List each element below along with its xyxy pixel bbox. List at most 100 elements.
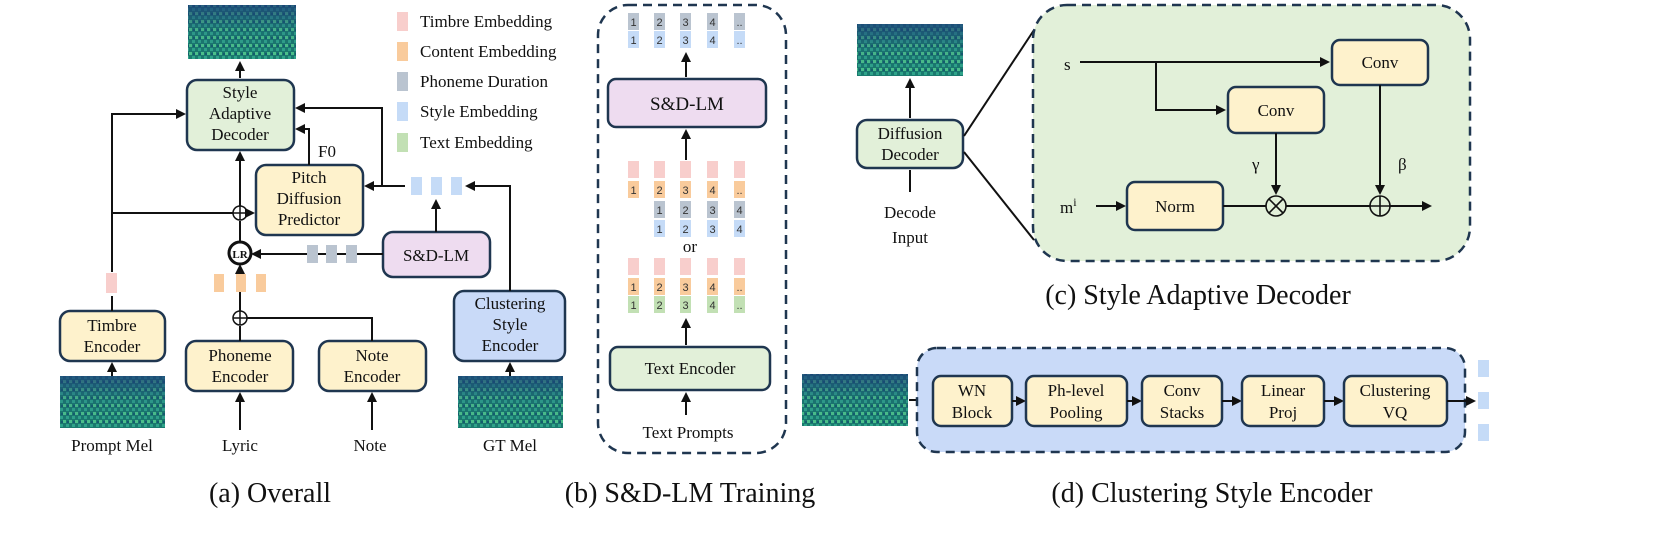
low-text-token-cell xyxy=(654,296,665,313)
low-timbre-token-cell xyxy=(654,258,665,275)
conv-stacks-box: Conv Stacks xyxy=(1140,374,1224,428)
low-text-token-label: 4 xyxy=(709,300,715,312)
pitch-line2: Diffusion xyxy=(277,189,342,208)
style-decoder-line1: Style xyxy=(223,83,258,102)
caption-overall: (a) Overall xyxy=(209,478,331,509)
mid-duration-token-cell xyxy=(680,201,691,218)
mid-style-token-cell xyxy=(707,220,718,237)
m-label: mi xyxy=(1060,195,1077,217)
norm-box: Norm xyxy=(1125,180,1225,232)
sdlm-training-label: S&D-LM xyxy=(650,94,724,115)
mid-content-token-label: 1 xyxy=(630,185,636,197)
top-duration-token-cell xyxy=(654,13,665,30)
mid-content-token-cell xyxy=(628,181,639,198)
cluster-line1: Clustering xyxy=(475,294,546,313)
note-label: Note xyxy=(353,436,386,455)
decode-input-line2: Input xyxy=(892,228,928,247)
note-line2: Encoder xyxy=(344,367,401,386)
top-style-token-cell xyxy=(734,31,745,48)
style-decoder-line2: Adaptive xyxy=(209,104,271,123)
multiply-circle xyxy=(1265,195,1287,217)
conv-stacks-line1: Conv xyxy=(1164,381,1201,400)
top-duration-token-label: 4 xyxy=(709,17,715,29)
style-embedding-tokens xyxy=(411,177,462,195)
low-timbre-token-cell xyxy=(680,258,691,275)
sdlm-box-overall: S&D-LM xyxy=(381,230,492,279)
low-text-token-label: .. xyxy=(736,300,742,312)
clustering-output-tokens xyxy=(1478,360,1489,441)
mid-content-token-cell xyxy=(654,181,665,198)
mid-content-token-cell xyxy=(707,181,718,198)
legend-text: Text Embedding xyxy=(420,133,533,152)
text-prompts-label: Text Prompts xyxy=(643,423,734,442)
add-circle-lower xyxy=(232,310,248,326)
mid-style-token-label: 2 xyxy=(682,224,688,236)
legend-swatch-duration xyxy=(397,72,408,91)
ph-pooling-box: Ph-level Pooling xyxy=(1024,374,1129,428)
panel-decoder: Diffusion Decoder Decode Input s Conv Co… xyxy=(855,3,1472,311)
low-text-token-cell xyxy=(628,296,639,313)
legend-content: Content Embedding xyxy=(420,42,557,61)
clustering-vq-box: Clustering VQ xyxy=(1342,374,1449,428)
top-style-token-label: .. xyxy=(736,35,742,47)
lr-label: LR xyxy=(232,249,248,261)
pitch-diffusion-predictor-box: Pitch Diffusion Predictor xyxy=(254,163,365,237)
length-regulator: LR xyxy=(227,240,253,266)
ph-line2: Pooling xyxy=(1050,403,1103,422)
training-input-tokens-b: 11223344.... xyxy=(628,258,745,313)
phoneme-encoder-box: Phoneme Encoder xyxy=(184,339,295,393)
norm-label: Norm xyxy=(1155,197,1195,216)
style-adaptive-decoder-box: Style Adaptive Decoder xyxy=(185,78,296,152)
timbre-line1: Timbre xyxy=(87,316,136,335)
low-timbre-token-cell xyxy=(707,258,718,275)
top-style-token-cell xyxy=(707,31,718,48)
legend-duration: Phoneme Duration xyxy=(420,72,548,91)
gt-mel-spectrogram xyxy=(458,376,563,428)
low-content-token-cell xyxy=(680,278,691,295)
legend-swatch-style xyxy=(397,102,408,121)
low-content-token-cell xyxy=(707,278,718,295)
low-content-token-cell xyxy=(654,278,665,295)
mid-duration-token-cell xyxy=(654,201,665,218)
gamma-label: γ xyxy=(1251,155,1260,174)
top-style-token-label: 4 xyxy=(709,35,715,47)
timbre-token xyxy=(106,273,117,293)
low-text-token-cell xyxy=(680,296,691,313)
low-text-token-label: 3 xyxy=(682,300,688,312)
gt-mel-label: GT Mel xyxy=(483,436,537,455)
top-duration-token-cell xyxy=(628,13,639,30)
panel-overall: Style Adaptive Decoder Pitch Diffusion P… xyxy=(58,5,567,509)
legend-swatch-content xyxy=(397,42,408,61)
legend-timbre: Timbre Embedding xyxy=(420,12,553,31)
duration-tokens xyxy=(307,245,357,263)
panel-clustering: WN Block Ph-level Pooling Conv Stacks Li… xyxy=(802,346,1489,509)
legend-style: Style Embedding xyxy=(420,102,538,121)
conv-box-beta: Conv xyxy=(1330,38,1430,87)
conv-box-gamma: Conv xyxy=(1226,85,1326,135)
low-content-token-cell xyxy=(628,278,639,295)
top-duration-token-label: 2 xyxy=(656,17,662,29)
beta-label: β xyxy=(1398,155,1407,174)
lyric-label: Lyric xyxy=(222,436,258,455)
prompt-mel-spectrogram xyxy=(60,376,165,428)
linear-line2: Proj xyxy=(1269,403,1297,422)
low-content-token-label: 2 xyxy=(656,282,662,294)
legend: Timbre Embedding Content Embedding Phone… xyxy=(397,12,557,152)
add-circle-upper xyxy=(232,205,248,221)
text-encoder-label: Text Encoder xyxy=(645,359,736,378)
conv-stacks-line2: Stacks xyxy=(1160,403,1204,422)
training-output-tokens: 11223344.... xyxy=(628,13,745,48)
top-duration-token-label: .. xyxy=(736,17,742,29)
vq-line1: Clustering xyxy=(1360,381,1431,400)
low-text-token-label: 1 xyxy=(630,300,636,312)
mid-content-token-cell xyxy=(680,181,691,198)
low-text-token-cell xyxy=(707,296,718,313)
mid-style-token-cell xyxy=(654,220,665,237)
wn-line2: Block xyxy=(952,403,993,422)
low-text-token-label: 2 xyxy=(656,300,662,312)
note-line1: Note xyxy=(355,346,388,365)
caption-clustering: (d) Clustering Style Encoder xyxy=(1051,478,1373,509)
